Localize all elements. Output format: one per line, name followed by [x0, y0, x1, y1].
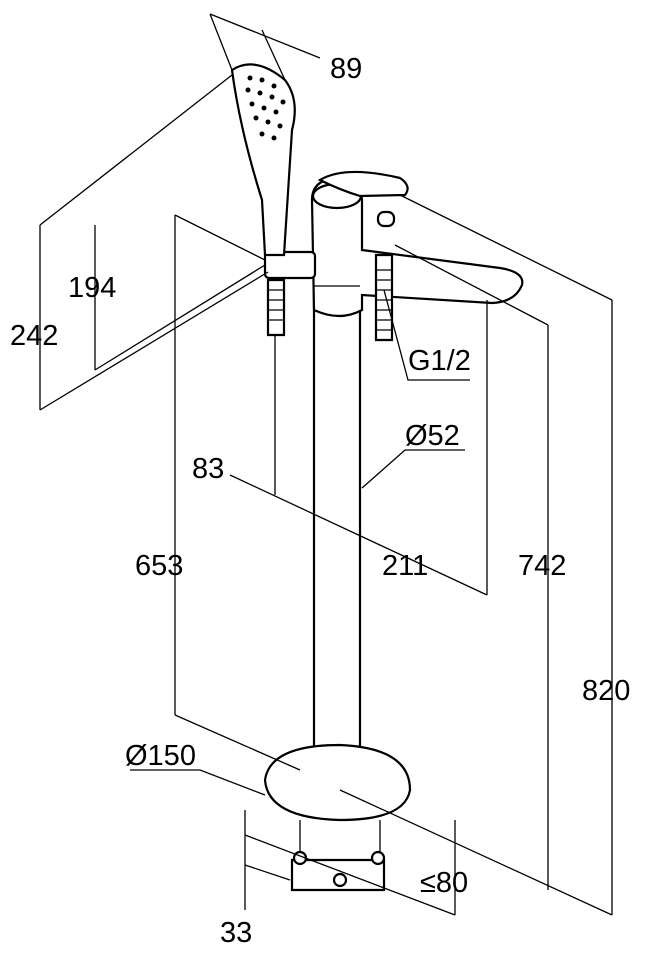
mixer-body [230, 63, 524, 892]
dim-pillar-diameter: Ø52 [405, 420, 460, 452]
shower-nozzles [245, 75, 286, 141]
dim-spout-height: 742 [518, 550, 566, 582]
dim-installation-depth: ≤80 [420, 867, 468, 899]
dim-holder-height: 194 [68, 272, 116, 304]
dim-spout-projection: 211 [382, 550, 428, 582]
dimension-lines [39, 13, 613, 916]
dim-handshower-total-height: 242 [10, 320, 58, 352]
dim-total-height: 820 [582, 675, 630, 707]
dim-connection-thread: G1/2 [408, 345, 471, 377]
dim-base-diameter: Ø150 [125, 740, 196, 772]
dim-holder-height-floor: 653 [135, 550, 183, 582]
dimension-labels: 89 194 242 G1/2 Ø52 83 211 653 742 820 Ø… [10, 53, 630, 949]
dim-holder-offset: 83 [192, 453, 224, 485]
dim-base-height: 33 [220, 917, 252, 949]
dim-handshower-width: 89 [330, 53, 362, 85]
